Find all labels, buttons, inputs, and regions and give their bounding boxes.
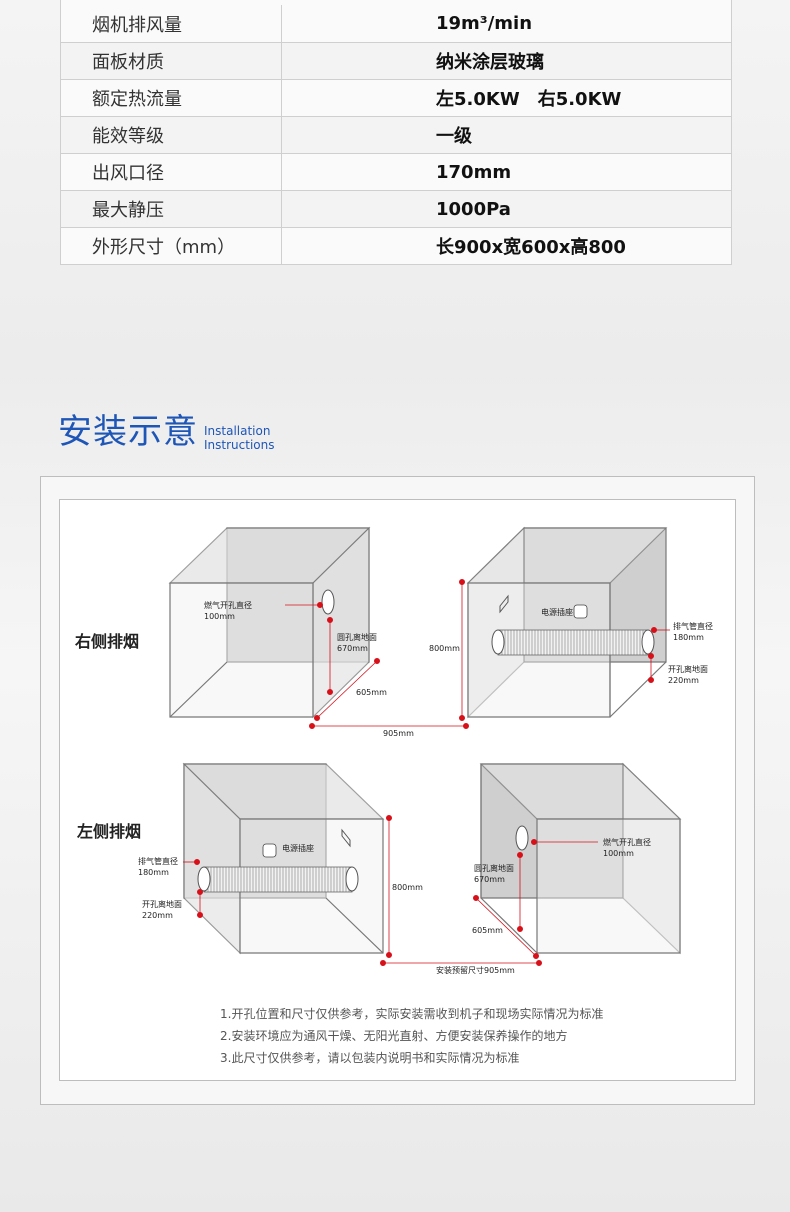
hole-floor-label-left: 圆孔离地面 [474,863,514,873]
spec-label: 能效等级 [61,117,282,153]
spec-value: 纳米涂层玻璃 [436,52,544,73]
cabinet-right-1 [168,526,371,719]
hole-floor-label: 圆孔离地面 [337,632,377,642]
exhaust-label: 排气管直径 [673,621,713,631]
left-exhaust-title: 左侧排烟 [76,822,141,841]
spec-value-text: 19m³/min [436,13,533,34]
spec-value: 左5.0KW 右5.0KW [436,89,622,110]
spec-row: 出风口径 170mm [61,153,731,190]
section-subtitle-line1: Installation [204,424,271,438]
exhaust-label-left: 排气管直径 [138,856,178,866]
section-subtitle: Installation Instructions [204,424,274,452]
depth-value: 605mm [356,688,387,697]
exhaust-floor-label: 开孔离地面 [668,664,708,674]
note-item: 1.开孔位置和尺寸仅供参考，实际安装需收到机子和现场实际情况为标准 [220,1007,604,1021]
hole-floor-value-left: 670mm [474,875,505,884]
spec-value: 长900x宽600x高800 [436,237,626,258]
exhaust-floor-label-left: 开孔离地面 [142,899,182,909]
hole-floor-value: 670mm [337,644,368,653]
spec-value: 19m³/min [282,5,731,42]
height-value-left: 800mm [392,883,423,892]
spec-row: 面板材质 纳米涂层玻璃 [61,42,731,79]
dimension-markers-3 [183,815,542,966]
spec-label: 额定热流量 [61,80,282,116]
spec-row: 最大静压 1000Pa [61,190,731,227]
reserved-width: 安装预留尺寸905mm [436,965,515,975]
spec-row: 外形尺寸（mm） 长900x宽600x高800 [61,227,731,264]
dimension-markers-1 [285,602,469,729]
spec-label: 出风口径 [61,154,282,190]
spec-value: 一级 [436,126,472,147]
spec-label: 外形尺寸（mm） [61,228,282,264]
spec-row: 能效等级 一级 [61,116,731,153]
dimension-markers-4 [473,839,598,959]
exhaust-floor-value: 220mm [668,676,699,685]
cabinet-left-2 [479,762,682,955]
exhaust-value: 180mm [673,633,704,642]
spec-row: 额定热流量 左5.0KW 右5.0KW [61,79,731,116]
note-item: 2.安装环境应为通风干燥、无阳光直射、方便安装保养操作的地方 [220,1029,568,1043]
spec-label: 烟机排风量 [61,5,282,42]
section-subtitle-line2: Instructions [204,438,275,452]
spec-row: 烟机排风量 19m³/min [61,0,731,42]
spec-label: 最大静压 [61,191,282,227]
socket-label-left: 电源插座 [282,843,314,853]
gas-hole-label: 燃气开孔直径 [204,600,252,610]
gas-hole-value: 100mm [204,612,235,621]
section-title: 安装示意 [58,412,198,452]
socket-label: 电源插座 [541,607,573,617]
spec-label: 面板材质 [61,43,282,79]
depth-value-left: 605mm [472,926,503,935]
exhaust-floor-value-left: 220mm [142,911,173,920]
gas-hole-value-left: 100mm [603,849,634,858]
cabinet-left-1 [182,762,385,955]
section-heading: 安装示意 Installation Instructions [58,410,274,454]
exhaust-value-left: 180mm [138,868,169,877]
cabinet-right-2 [466,526,668,719]
spec-table: 烟机排风量 19m³/min 面板材质 纳米涂层玻璃 额定热流量 左5.0KW … [60,0,732,265]
right-exhaust-title: 右侧排烟 [75,632,139,651]
width-value: 905mm [383,729,414,738]
dimension-markers-2 [459,579,670,721]
note-item: 3.此尺寸仅供参考，请以包装内说明书和实际情况为标准 [220,1051,520,1065]
spec-value: 170mm [436,161,512,183]
height-value: 800mm [429,644,460,653]
gas-hole-label-left: 燃气开孔直径 [603,837,651,847]
install-notes: 1.开孔位置和尺寸仅供参考，实际安装需收到机子和现场实际情况为标准 2.安装环境… [220,1003,603,1069]
spec-value: 1000Pa [436,198,511,220]
